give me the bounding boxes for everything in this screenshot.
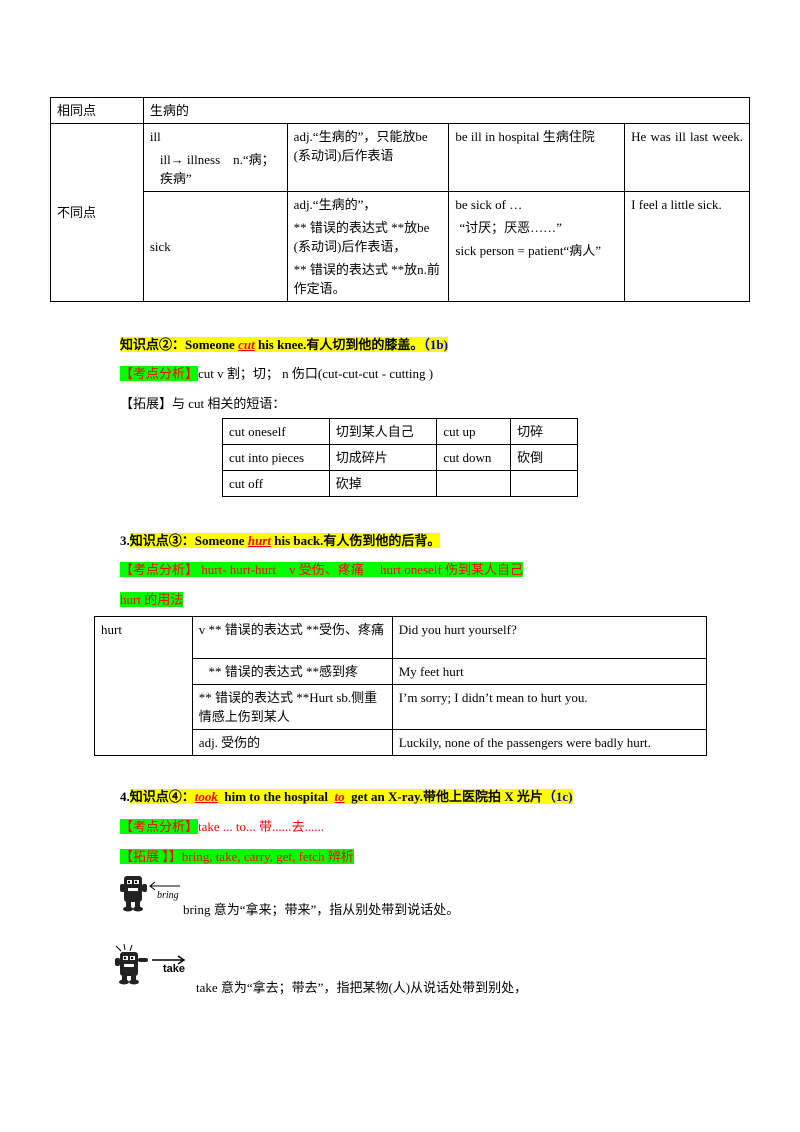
ill-example: He was ill last week. bbox=[624, 123, 750, 192]
ill-usage: adj.“生病的”，只能放be (系动词)后作表语 bbox=[286, 123, 450, 192]
cut-phrase-cell: cut oneself bbox=[222, 418, 330, 445]
cut-phrase-cell: cut into pieces bbox=[222, 444, 330, 471]
hurt-usage: adj. 受伤的 bbox=[191, 729, 393, 756]
ill-sick-table: 相同点 生病的 不同点 ill ill→ illness n.“病；疾病” ad… bbox=[50, 97, 751, 302]
kp2-analysis-text: cut v 割；切； n 伤口(cut-cut-cut - cutting ) bbox=[198, 366, 434, 381]
hurt-usage-table: hurt v ** 错误的表达式 **受伤、疼痛 Did you hurt yo… bbox=[94, 616, 708, 756]
hurt-example: I’m sorry; I didn’t mean to hurt you. bbox=[391, 684, 708, 730]
kp3-heading-body: 知识点③：Someone hurt his back.有人伤到他的后背。 bbox=[129, 533, 441, 548]
kp2-keyword: cut bbox=[238, 337, 255, 352]
cut-phrase-cell: 切成碎片 bbox=[328, 444, 438, 471]
hurt-usage: ** 错误的表达式 **感到疼 bbox=[191, 658, 393, 685]
kp3-analysis-tag: 【考点分析】 bbox=[120, 562, 199, 577]
take-label: take bbox=[163, 963, 186, 975]
cut-phrase-cell: cut up bbox=[436, 418, 512, 445]
hurt-example: Did you hurt yourself? bbox=[391, 616, 708, 659]
kp4-keyword-to: to bbox=[334, 789, 345, 804]
kp2-heading: 知识点②：Someone cut his knee.有人切到他的膝盖。（1b) bbox=[120, 334, 448, 353]
sick-usage-3: ** 错误的表达式 **放n.前作定语。 bbox=[293, 262, 440, 296]
kp4-ref: （1c) bbox=[542, 789, 573, 804]
same-value: 生病的 bbox=[142, 97, 751, 124]
take-text: take 意为“拿去；带去”，指把某物(人)从说话处带到别处， bbox=[196, 980, 528, 995]
kp3-analysis: 【考点分析】 hurt- hurt-hurt v 受伤、疼痛 hurt ones… bbox=[120, 559, 523, 578]
kp2-extend: 【拓展】与 cut 相关的短语： bbox=[120, 396, 286, 411]
sick-phrase-3: sick person = patient“病人” bbox=[455, 243, 602, 258]
hurt-example: Luckily, none of the passengers were bad… bbox=[391, 729, 708, 756]
kp2-analysis: 【考点分析】cut v 割；切； n 伤口(cut-cut-cut - cutt… bbox=[120, 363, 433, 382]
sick-usage-1: adj.“生病的”， bbox=[293, 197, 377, 212]
sick-phrase: be sick of … “讨厌；厌恶……” sick person = pat… bbox=[448, 191, 626, 302]
kp4-heading-body: 知识点④：took him to the hospital to get an … bbox=[129, 789, 573, 804]
kp3-heading: 3.知识点③：Someone hurt his back.有人伤到他的后背。 bbox=[120, 530, 441, 549]
sick-usage-2: ** 错误的表达式 **放be (系动词)后作表语， bbox=[293, 220, 430, 254]
cut-phrase-cell: 切到某人自己 bbox=[328, 418, 438, 445]
cut-phrase-cell: cut down bbox=[436, 444, 512, 471]
sick-usage: adj.“生病的”， ** 错误的表达式 **放be (系动词)后作表语， **… bbox=[286, 191, 450, 302]
sick-word: sick bbox=[142, 191, 288, 302]
ill-example-text: He was ill last week. bbox=[631, 129, 743, 144]
hurt-example: My feet hurt bbox=[391, 658, 708, 685]
bring-figure-icon bbox=[120, 876, 180, 912]
cut-phrase-cell: 砍掉 bbox=[328, 470, 438, 497]
kp4-keyword-took: took bbox=[194, 789, 218, 804]
bring-text: bring 意为“拿来；带来”，指从别处带到说话处。 bbox=[183, 902, 460, 917]
kp4-analysis-tag: 【考点分析】 bbox=[120, 819, 199, 834]
cut-phrase-cell: cut off bbox=[222, 470, 330, 497]
ill-cell: ill ill→ illness n.“病；疾病” bbox=[142, 123, 288, 192]
sick-example: I feel a little sick. bbox=[624, 191, 750, 302]
hurt-usage: v ** 错误的表达式 **受伤、疼痛 bbox=[191, 616, 393, 659]
hurt-word: hurt bbox=[94, 616, 193, 756]
cut-phrase-cell: 切碎 bbox=[510, 418, 578, 445]
cut-phrase-cell: 砍倒 bbox=[510, 444, 578, 471]
cut-phrases-table: cut oneself 切到某人自己 cut up 切碎 cut into pi… bbox=[222, 418, 578, 497]
kp4-analysis-text: take ... to... 带......去...... bbox=[198, 819, 325, 834]
kp4-extend: 【拓展 】】bring, take, carry, get, fetch 辨析 bbox=[120, 849, 354, 864]
ill-phrase: be ill in hospital 生病住院 bbox=[448, 123, 626, 192]
kp4-analysis: 【考点分析】take ... to... 带......去...... bbox=[120, 816, 324, 835]
diff-label: 不同点 bbox=[50, 123, 144, 302]
sick-phrase-1: be sick of … bbox=[455, 197, 523, 212]
hurt-usage: ** 错误的表达式 **Hurt sb.侧重情感上伤到某人 bbox=[191, 684, 393, 730]
cut-phrase-cell bbox=[436, 470, 512, 497]
same-label: 相同点 bbox=[50, 97, 144, 124]
kp4-num: 4. bbox=[120, 789, 130, 804]
kp3-num: 3. bbox=[120, 533, 130, 548]
bring-label: bring bbox=[157, 890, 179, 901]
ill-derive: ill→ illness n.“病；疾病” bbox=[159, 152, 275, 186]
cut-phrase-cell bbox=[510, 470, 578, 497]
kp2-heading-body: 知识点②：Someone cut his knee.有人切到他的膝盖。（1b) bbox=[120, 337, 448, 352]
kp2-ref: （1b) bbox=[423, 337, 448, 352]
sick-phrase-2: “讨厌；厌恶……” bbox=[459, 220, 562, 235]
ill-word: ill bbox=[149, 129, 161, 144]
kp2-analysis-tag: 【考点分析】 bbox=[120, 366, 199, 381]
take-figure-icon bbox=[115, 943, 186, 985]
kp3-keyword: hurt bbox=[247, 533, 271, 548]
kp4-heading: 4.知识点④：took him to the hospital to get a… bbox=[120, 786, 573, 805]
kp3-analysis-text: hurt- hurt-hurt v 受伤、疼痛 hurt oneself 伤到某… bbox=[198, 562, 523, 577]
kp3-usage-title: hurt 的用法 bbox=[120, 592, 184, 607]
